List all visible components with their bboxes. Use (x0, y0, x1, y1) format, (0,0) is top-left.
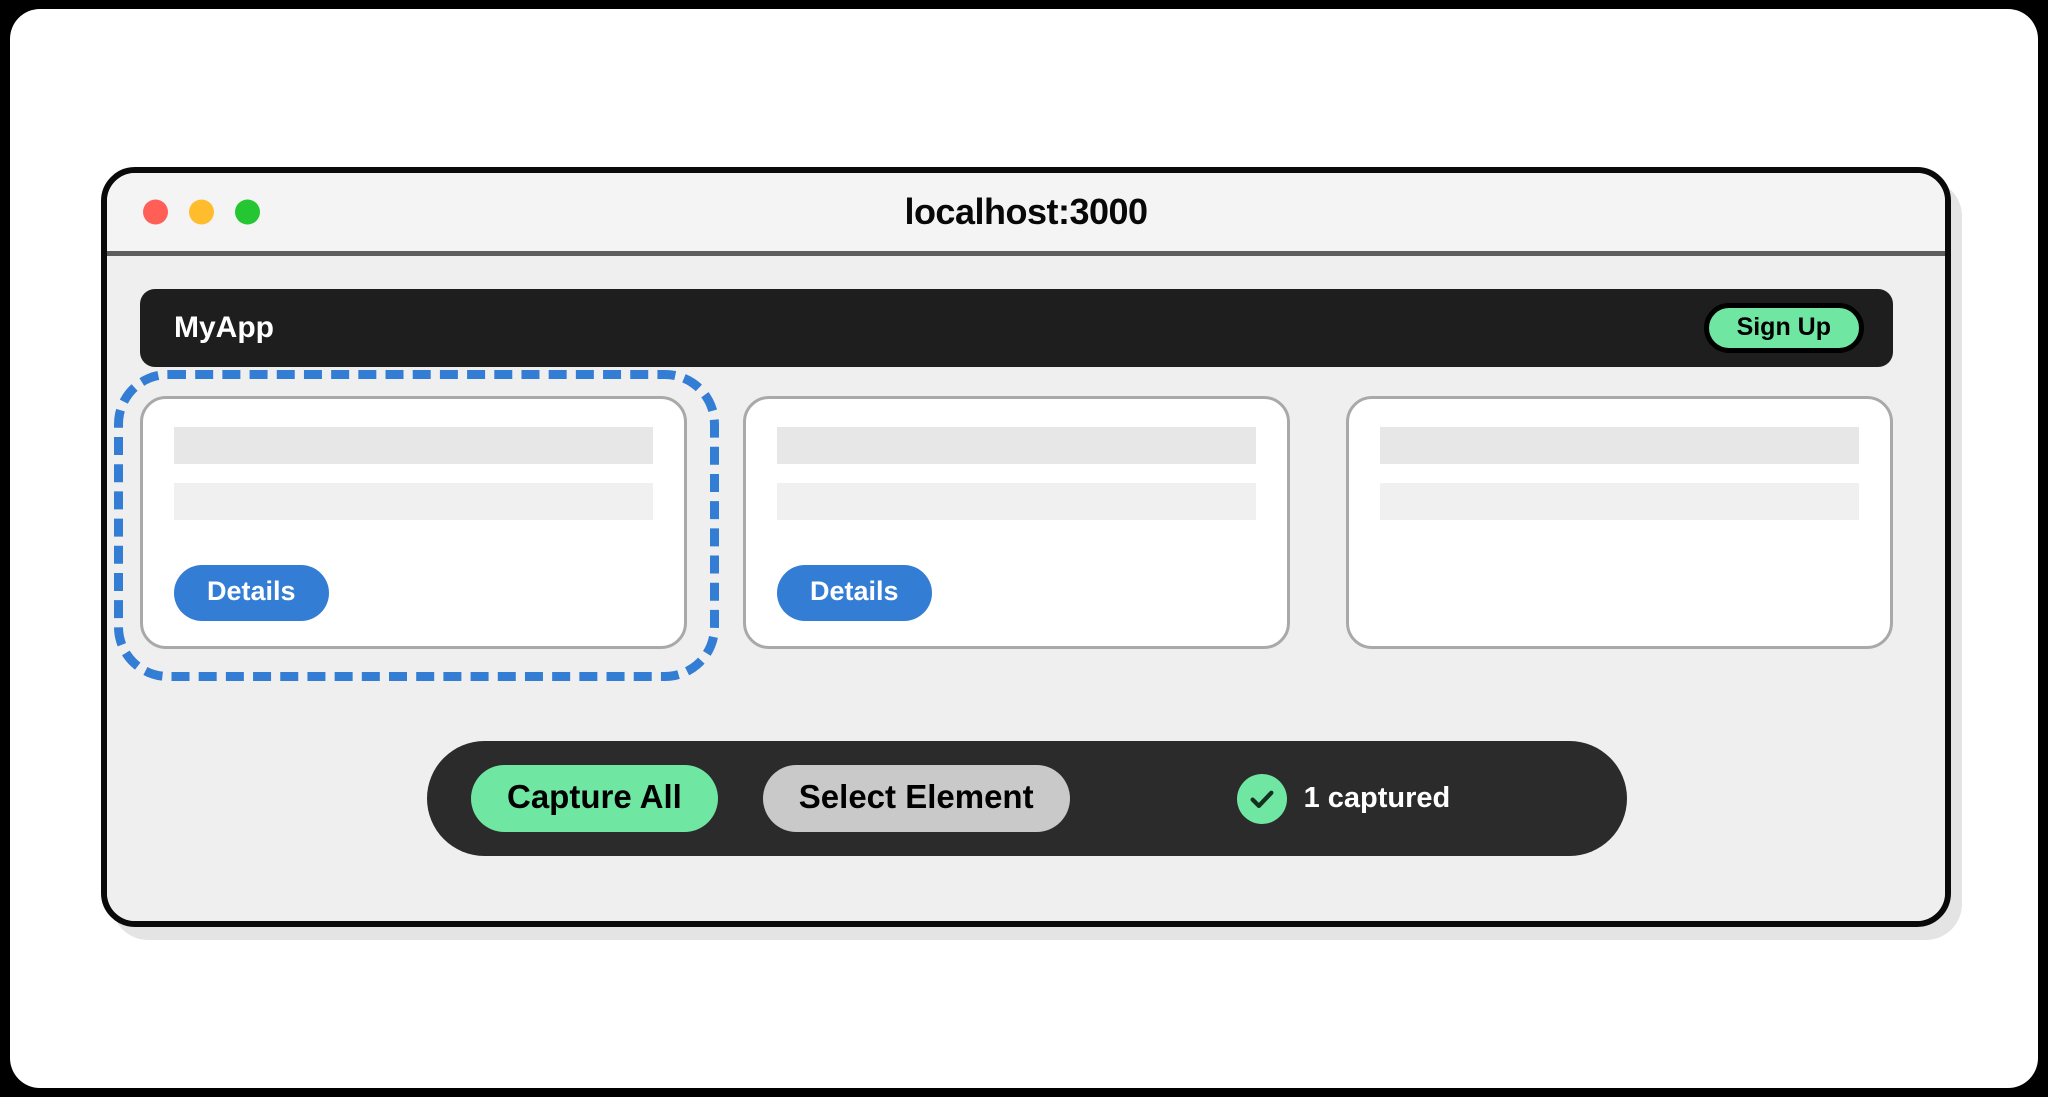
close-button[interactable] (143, 199, 168, 225)
skeleton-line-primary (174, 427, 653, 464)
maximize-button[interactable] (235, 199, 260, 225)
element-selection-ring (114, 370, 719, 681)
window-title: localhost:3000 (904, 191, 1148, 232)
skeleton-line-primary (1380, 427, 1859, 464)
details-button[interactable]: Details (174, 565, 329, 621)
web-page-viewport: MyApp Sign Up Details Details (107, 256, 1945, 921)
minimize-button[interactable] (189, 199, 214, 225)
skeleton-line-secondary (174, 483, 653, 520)
card-item[interactable]: Details (114, 370, 719, 681)
card-grid: Details Details (114, 370, 1893, 681)
browser-titlebar: localhost:3000 (107, 173, 1945, 256)
card-item[interactable] (1346, 396, 1893, 649)
card-item[interactable]: Details (743, 396, 1290, 649)
app-navbar: MyApp Sign Up (140, 289, 1893, 367)
skeleton-line-secondary (1380, 483, 1859, 520)
select-element-button[interactable]: Select Element (762, 764, 1070, 833)
sign-up-button[interactable]: Sign Up (1703, 303, 1864, 353)
capture-status: 1 captured (1236, 773, 1451, 824)
capture-status-label: 1 captured (1303, 782, 1451, 814)
browser-window: localhost:3000 MyApp Sign Up Details (101, 167, 1951, 927)
capture-toolbar: Capture All Select Element 1 captured (427, 741, 1627, 856)
skeleton-line-primary (777, 427, 1256, 464)
app-brand-label: MyApp (174, 311, 274, 344)
traffic-light-group (143, 199, 260, 225)
skeleton-line-secondary (777, 483, 1256, 520)
details-button[interactable]: Details (777, 565, 932, 621)
capture-all-button[interactable]: Capture All (471, 764, 718, 833)
check-icon (1236, 773, 1287, 824)
